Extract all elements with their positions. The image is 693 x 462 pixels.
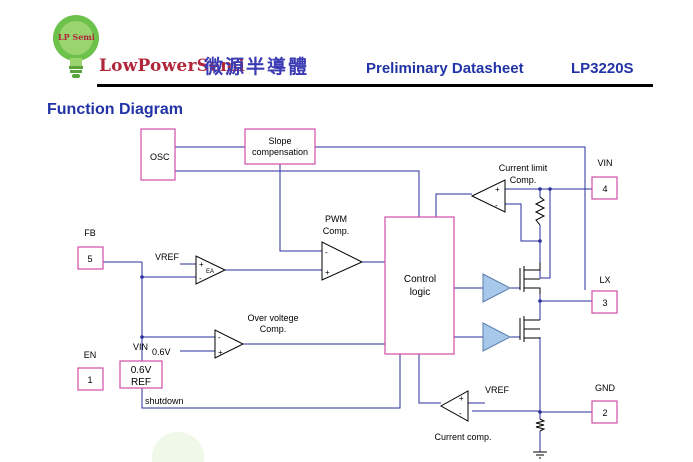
high-side-driver-icon bbox=[482, 273, 512, 303]
current-comparator-icon bbox=[439, 390, 469, 422]
section-title: Function Diagram bbox=[47, 101, 184, 118]
part-number: LP3220S bbox=[571, 60, 634, 77]
pwm-label-2: Comp. bbox=[323, 226, 350, 236]
pwm-label-1: PWM bbox=[325, 214, 347, 224]
pin-lx-box bbox=[591, 290, 618, 314]
pin-gnd-name: GND bbox=[595, 383, 616, 393]
pin-fb-number: 5 bbox=[87, 254, 92, 264]
pin-lx-name: LX bbox=[599, 275, 610, 285]
cl-label-2: Comp. bbox=[510, 175, 537, 185]
pin-vin-name: VIN bbox=[597, 158, 612, 168]
wires bbox=[103, 146, 592, 452]
document-type: Preliminary Datasheet bbox=[366, 60, 524, 77]
osc-label: OSC bbox=[150, 152, 170, 162]
pin-fb-box bbox=[77, 246, 104, 270]
company-logo-icon bbox=[53, 15, 99, 78]
overvoltage-comparator-icon bbox=[214, 329, 245, 359]
pin-gnd-box bbox=[591, 400, 618, 424]
current-limit-comparator-icon bbox=[470, 179, 506, 213]
pin-fb-name: FB bbox=[84, 228, 96, 238]
ea-minus: - bbox=[199, 274, 202, 283]
ea-label: EA bbox=[206, 269, 214, 275]
cc-minus: - bbox=[459, 409, 462, 418]
logo-badge-text: LP Semi bbox=[58, 32, 95, 42]
ov-label-1: Over voltege bbox=[247, 313, 298, 323]
pin-vin-box bbox=[591, 176, 618, 200]
sense-resistor-top-icon bbox=[534, 196, 546, 226]
cl-label-1: Current limit bbox=[499, 163, 548, 173]
pin-en-box bbox=[77, 367, 104, 391]
slope-label-2: compensation bbox=[252, 147, 308, 157]
pin-vin-number: 4 bbox=[602, 184, 607, 194]
shutdown-label: shutdown bbox=[145, 396, 184, 406]
control-label-1: Control bbox=[404, 274, 436, 285]
low-side-mosfet-icon bbox=[519, 316, 540, 342]
control-label-2: logic bbox=[410, 287, 431, 298]
slope-compensation-block bbox=[244, 128, 316, 165]
pwm-comparator-icon bbox=[321, 241, 364, 281]
slope-label-1: Slope bbox=[268, 136, 291, 146]
pin-gnd-number: 2 bbox=[602, 408, 607, 418]
ground-icon bbox=[533, 451, 547, 459]
cc-plus: + bbox=[459, 394, 464, 403]
cc-vref-label: VREF bbox=[485, 385, 510, 395]
high-side-mosfet-icon bbox=[519, 262, 541, 294]
company-name-cn: 微源半導體 bbox=[204, 56, 310, 78]
page-header: LP Semi LowPowerSemi 微源半導體 Preliminary D… bbox=[0, 0, 693, 90]
pwm-plus: + bbox=[325, 268, 330, 277]
ov-minus: - bbox=[218, 333, 221, 342]
low-side-driver-icon bbox=[482, 322, 512, 352]
ea-plus: + bbox=[199, 260, 204, 269]
osc-block bbox=[140, 128, 176, 181]
pwm-minus: - bbox=[325, 248, 328, 257]
pin-lx-number: 3 bbox=[602, 298, 607, 308]
cl-plus: + bbox=[495, 185, 500, 194]
ov-plus: + bbox=[218, 348, 223, 357]
ea-vref-label: VREF bbox=[155, 252, 180, 262]
ov-06v-label: 0.6V bbox=[152, 347, 171, 357]
control-logic-block bbox=[384, 216, 455, 355]
pin-en-name: EN bbox=[84, 350, 97, 360]
cc-label: Current comp. bbox=[434, 432, 491, 442]
ref-label: REF bbox=[131, 377, 151, 388]
ov-vin-label: VIN bbox=[133, 342, 148, 352]
ref-block bbox=[119, 360, 163, 389]
watermark-logo-icon bbox=[152, 432, 204, 462]
junction-dots bbox=[140, 187, 552, 414]
ov-label-2: Comp. bbox=[260, 324, 287, 334]
error-amplifier-icon bbox=[195, 255, 227, 285]
ref-value-label: 0.6V bbox=[131, 365, 152, 376]
company-name-en: LowPowerSemi bbox=[99, 56, 245, 76]
sense-resistor-bottom-icon bbox=[535, 418, 546, 432]
cl-minus: - bbox=[495, 201, 498, 210]
header-rule bbox=[97, 84, 653, 87]
pin-en-number: 1 bbox=[87, 375, 92, 385]
